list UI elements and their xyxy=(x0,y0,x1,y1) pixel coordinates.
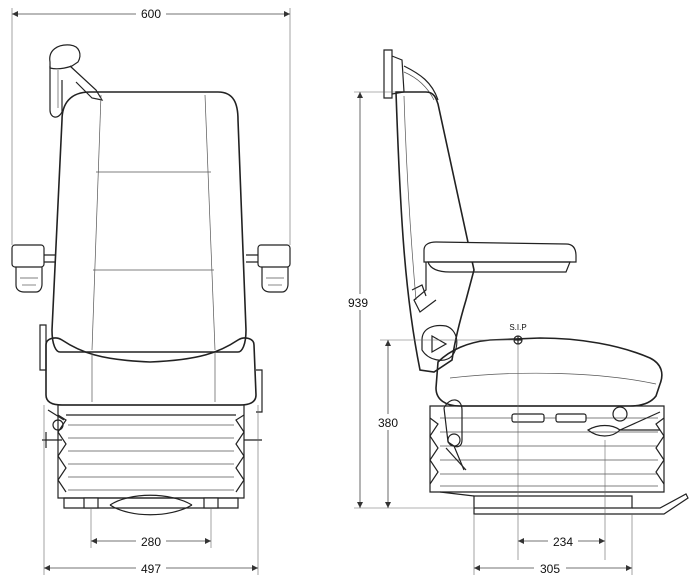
seat-cushion-side: S.I.P xyxy=(435,323,663,407)
left-armrest-front xyxy=(11,244,56,293)
dim-305-label: 305 xyxy=(540,562,560,576)
dim-939: 939 xyxy=(344,91,474,509)
suspension-front xyxy=(42,404,262,516)
dim-939-label: 939 xyxy=(348,296,368,310)
right-armrest-front xyxy=(246,244,291,293)
dim-280-label: 280 xyxy=(141,535,161,549)
dim-380: 380 xyxy=(372,339,514,508)
side-view: S.I.P xyxy=(344,49,689,576)
backrest-side xyxy=(395,91,475,373)
dim-600: 600 xyxy=(11,5,291,245)
dim-305: 305 xyxy=(473,514,633,576)
belt-guide-front xyxy=(49,44,104,118)
dim-497-label: 497 xyxy=(141,562,161,576)
front-view: 600 280 497 xyxy=(11,5,291,576)
dim-380-label: 380 xyxy=(378,416,398,430)
backrest-front xyxy=(51,91,247,353)
seat-cushion-front xyxy=(39,324,263,413)
dim-280: 280 xyxy=(90,508,212,549)
dim-600-label: 600 xyxy=(141,7,161,21)
belt-guide-side xyxy=(383,49,439,101)
armrest-side xyxy=(411,241,577,313)
dim-234-label: 234 xyxy=(553,535,573,549)
sip-label: S.I.P xyxy=(509,323,526,332)
suspension-side xyxy=(429,399,689,515)
dim-497: 497 xyxy=(43,405,259,576)
dim-234: 234 xyxy=(518,440,606,560)
